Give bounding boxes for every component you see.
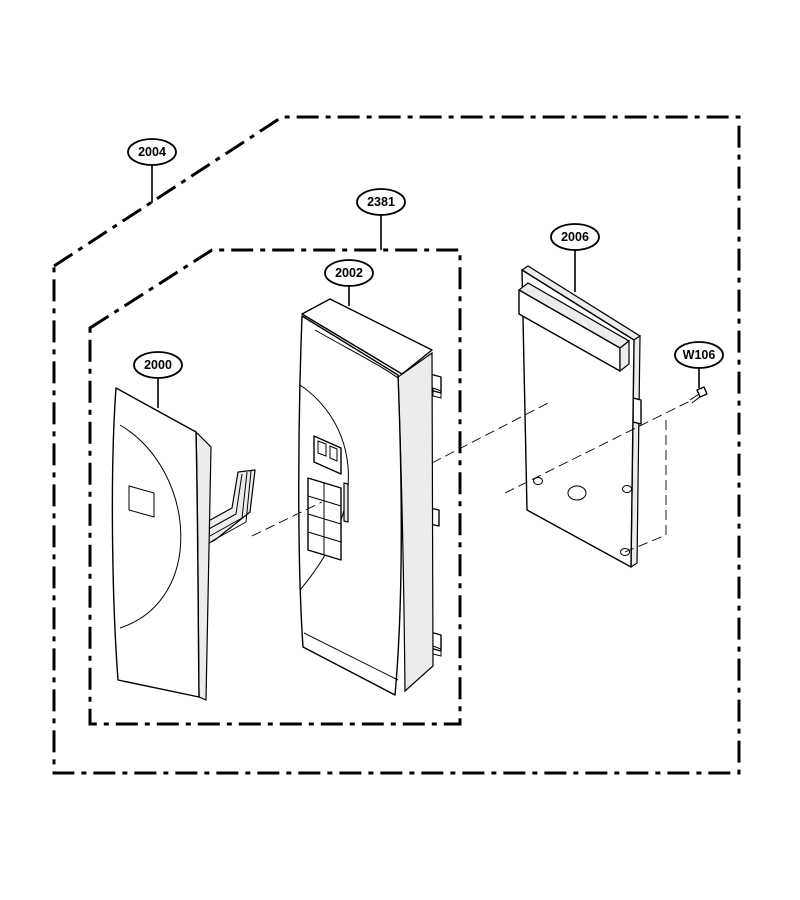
callout-2004: 2004 xyxy=(127,138,177,166)
pcb-board-part xyxy=(517,265,642,569)
callout-2006: 2006 xyxy=(550,223,600,251)
pcb-mount-hole xyxy=(533,477,543,485)
membrane-display-window xyxy=(128,485,155,518)
pcb-center-hole xyxy=(567,485,587,501)
callout-leaders xyxy=(151,165,700,408)
outer-assembly-boundary xyxy=(52,115,741,775)
pcb-mount-hole xyxy=(622,485,632,493)
callout-2000: 2000 xyxy=(133,351,183,379)
callout-2000-label: 2000 xyxy=(144,358,172,372)
front-panel-part xyxy=(298,298,442,696)
front-panel-display-window xyxy=(313,435,342,475)
screw-part xyxy=(689,386,708,404)
callout-w106: W106 xyxy=(674,341,724,369)
callout-2002-label: 2002 xyxy=(335,266,363,280)
callout-2381-label: 2381 xyxy=(367,195,395,209)
callout-2004-label: 2004 xyxy=(138,145,166,159)
callout-2006-label: 2006 xyxy=(561,230,589,244)
callout-w106-label: W106 xyxy=(683,348,716,362)
projection-lines xyxy=(251,400,691,553)
membrane-cover-part xyxy=(111,387,256,701)
pcb-mount-hole xyxy=(620,548,630,556)
pcb-connector-block xyxy=(517,282,631,373)
inner-assembly-boundary xyxy=(88,248,462,726)
callout-2002: 2002 xyxy=(324,259,374,287)
keypad-grid xyxy=(307,477,342,561)
membrane-cover-face xyxy=(111,387,200,698)
front-panel-face xyxy=(298,315,403,696)
callout-2381: 2381 xyxy=(356,188,406,216)
